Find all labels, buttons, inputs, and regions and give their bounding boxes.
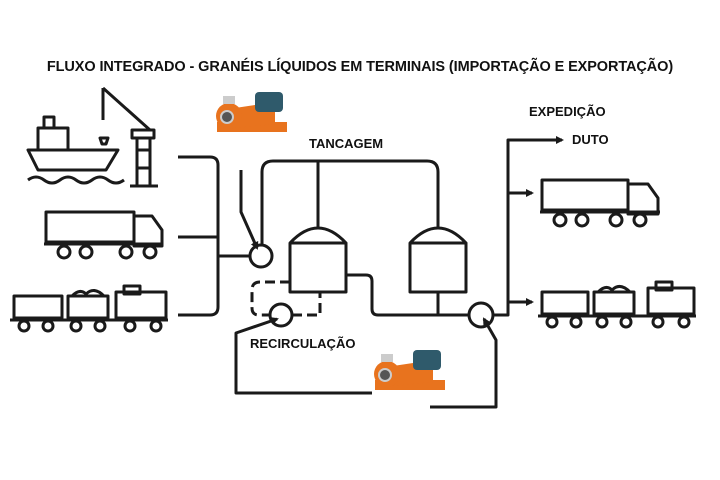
output-truck-icon: [540, 178, 660, 228]
tank-1[interactable]: [288, 226, 348, 294]
ship-crane-icon: [26, 86, 158, 188]
tank-2[interactable]: [408, 226, 468, 294]
recirculacao-label: RECIRCULAÇÃO: [250, 336, 356, 351]
pump-symbol-outlet[interactable]: [467, 301, 495, 329]
input-train-icon: [10, 284, 168, 333]
pump-symbol-recirculation[interactable]: [268, 302, 294, 328]
duto-label: DUTO: [572, 132, 609, 147]
pump-image-inlet: [214, 90, 289, 134]
recirculation-arrow: [234, 317, 372, 395]
tancagem-label: TANCAGEM: [309, 136, 384, 151]
inlet-manifold: [178, 155, 249, 317]
pump-image-outlet: [372, 348, 447, 392]
tank-fill-manifold: [260, 159, 440, 245]
output-train-icon: [538, 280, 696, 329]
expedicao-label: EXPEDIÇÃO: [529, 104, 606, 119]
pump-symbol-inlet[interactable]: [248, 243, 274, 269]
diagram-title: FLUXO INTEGRADO - GRANÉIS LÍQUIDOS EM TE…: [46, 59, 674, 75]
tank-outlet-line: [346, 273, 469, 317]
pipeline-arrow: [493, 136, 564, 317]
pump-inlet-arrow: [239, 170, 259, 250]
pump-outlet-arrow: [430, 317, 498, 409]
input-truck-icon: [44, 210, 164, 260]
recirculation-loop: [250, 280, 322, 317]
